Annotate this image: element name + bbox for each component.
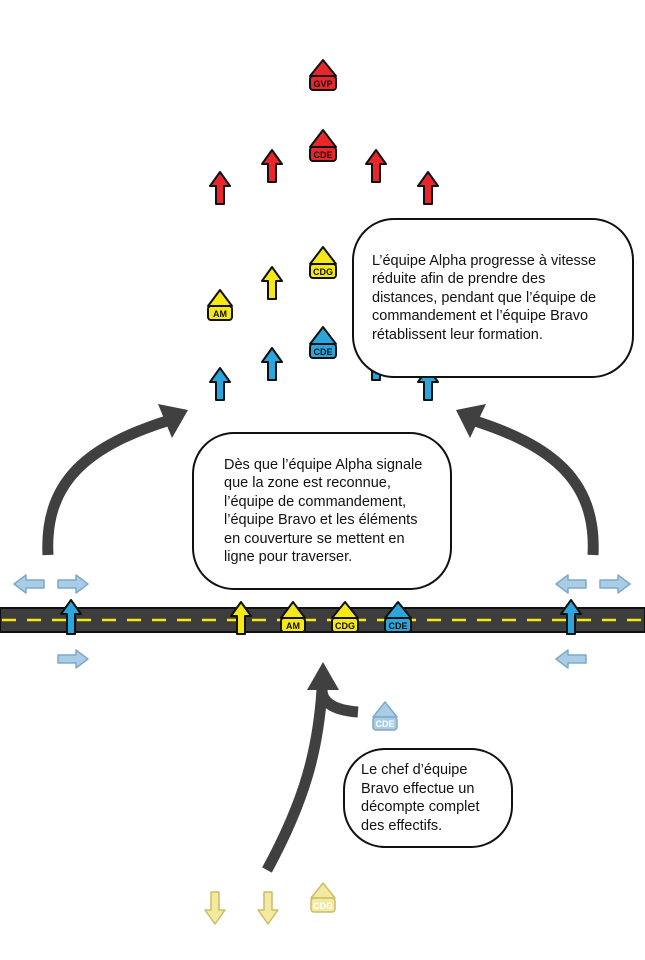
cdg-yellow-unit-icon: CDG bbox=[309, 246, 337, 279]
cde-red-label: CDE bbox=[313, 150, 332, 160]
left-flank-arrowhead bbox=[158, 404, 188, 438]
road-line-units: AM CDG CDE bbox=[60, 599, 582, 635]
gvp-unit-icon: GVP bbox=[309, 59, 337, 91]
alpha-formation: CDG AM bbox=[207, 246, 337, 321]
bravo-arrowhead bbox=[307, 662, 339, 690]
right-flank-arrowhead bbox=[456, 404, 486, 438]
cdg-pale-label: CDG bbox=[313, 901, 333, 911]
pale-blue-left-arrow-icon bbox=[555, 649, 587, 669]
cde-red-unit-icon: CDE bbox=[309, 129, 337, 162]
bravo-approach-arrow bbox=[262, 689, 328, 873]
bravo-hook-arrow bbox=[316, 689, 359, 718]
yellow-arrow-icon bbox=[230, 601, 252, 635]
blue-arrow-icon bbox=[560, 599, 582, 635]
blue-arrow-icon bbox=[261, 347, 283, 381]
crossing-callout-text: Dès que l’équipe Alpha signale que la zo… bbox=[224, 456, 423, 566]
road bbox=[0, 607, 645, 633]
bravo-callout-text: Le chef d’équipe Bravo effectue un décom… bbox=[361, 762, 480, 834]
bravo-callout: Le chef d’équipe Bravo effectue un décom… bbox=[343, 748, 513, 848]
cde-pale-label: CDE bbox=[375, 719, 394, 729]
flank-cover-elements bbox=[13, 574, 631, 669]
pale-yellow-down-arrow-icon bbox=[257, 891, 279, 925]
alpha-callout-text: L’équipe Alpha progresse à vitesse rédui… bbox=[372, 252, 597, 343]
alpha-callout: L’équipe Alpha progresse à vitesse rédui… bbox=[352, 218, 634, 378]
pale-blue-right-arrow-icon bbox=[599, 574, 631, 594]
cde-blue-unit-icon: CDE bbox=[309, 326, 337, 359]
yellow-arrow-icon bbox=[261, 266, 283, 300]
cdg-pale-unit-icon: CDG bbox=[310, 882, 336, 913]
cde-road-label: CDE bbox=[388, 621, 407, 631]
blue-arrow-icon bbox=[60, 599, 82, 635]
pale-blue-left-arrow-icon bbox=[555, 574, 587, 594]
am-road-unit-icon: AM bbox=[280, 601, 306, 633]
cdg-yellow-label: CDG bbox=[313, 267, 333, 277]
pale-blue-right-arrow-icon bbox=[57, 574, 89, 594]
movement-arrows bbox=[42, 404, 599, 873]
cdg-road-label: CDG bbox=[335, 621, 355, 631]
red-arrow-icon bbox=[417, 171, 439, 205]
am-yellow-unit-icon: AM bbox=[207, 289, 233, 321]
cde-pale-unit-icon: CDE bbox=[372, 701, 398, 731]
gvp-label: GVP bbox=[313, 79, 332, 89]
cde-road-unit-icon: CDE bbox=[384, 601, 412, 633]
right-flank-movement-arrow bbox=[470, 414, 599, 556]
am-yellow-label: AM bbox=[213, 309, 227, 319]
pale-yellow-down-arrow-icon bbox=[204, 891, 226, 925]
crossing-callout: Dès que l’équipe Alpha signale que la zo… bbox=[192, 432, 452, 590]
previous-position-units: CDE CDG bbox=[204, 701, 398, 925]
red-formation: GVP CDE bbox=[209, 59, 439, 205]
pale-blue-right-arrow-icon bbox=[57, 649, 89, 669]
blue-arrow-icon bbox=[209, 367, 231, 401]
red-arrow-icon bbox=[365, 149, 387, 183]
red-arrow-icon bbox=[209, 171, 231, 205]
cdg-road-unit-icon: CDG bbox=[331, 601, 359, 633]
am-road-label: AM bbox=[286, 621, 300, 631]
left-flank-movement-arrow bbox=[42, 414, 172, 556]
pale-blue-left-arrow-icon bbox=[13, 574, 45, 594]
red-arrow-icon bbox=[261, 149, 283, 183]
cde-blue-label: CDE bbox=[313, 347, 332, 357]
